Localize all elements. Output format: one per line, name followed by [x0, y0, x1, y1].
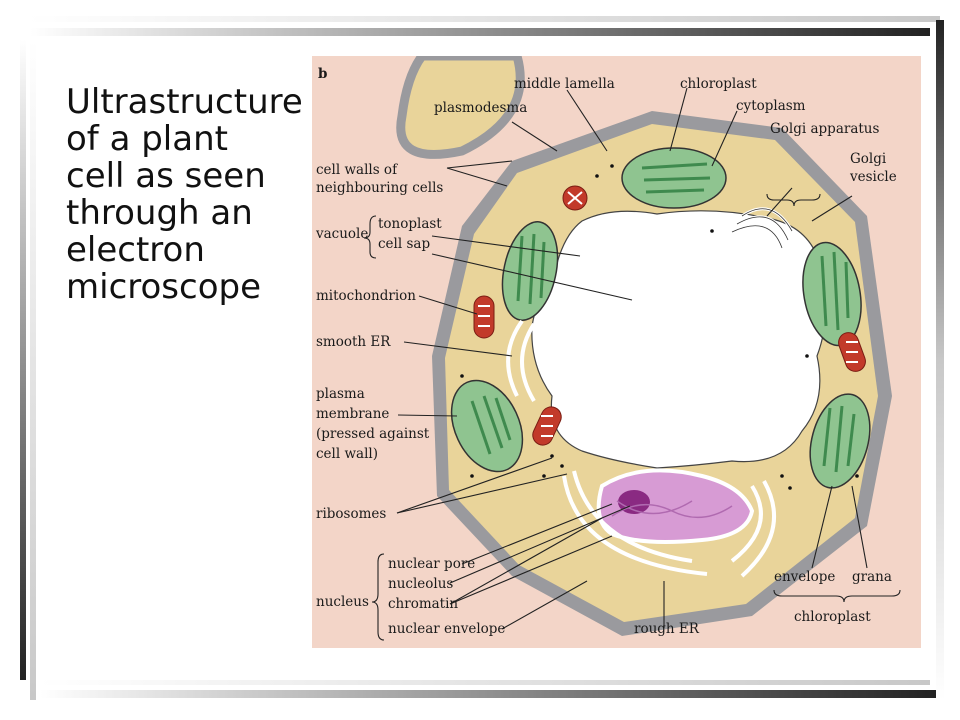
title-line: microscope — [66, 267, 262, 307]
label-plasmodesma: plasmodesma — [434, 100, 527, 116]
frame-bottom-bar-light — [40, 680, 930, 685]
label-smooth-er: smooth ER — [316, 334, 391, 350]
label-vacuole: vacuole — [315, 226, 368, 242]
rough-er — [562, 470, 777, 578]
label-nuclear-pore: nuclear pore — [388, 556, 475, 572]
label-golgi-vesicle: vesicle — [849, 169, 897, 185]
mitochondrion — [473, 295, 495, 339]
smooth-er — [506, 319, 536, 403]
label-cell-walls: cell walls of — [316, 162, 398, 178]
chloroplast — [621, 147, 727, 209]
title-line: Ultrastructure — [66, 82, 303, 122]
vacuole — [531, 210, 827, 469]
label-golgi-vesicle: Golgi — [850, 151, 887, 167]
frame-top-bar — [28, 16, 940, 22]
plant-cell-diagram: b — [312, 56, 921, 648]
golgi-apparatus-outline — [731, 208, 793, 249]
chloroplast — [809, 393, 871, 489]
label-envelope: envelope — [774, 569, 835, 585]
label-rough-er: rough ER — [634, 621, 700, 637]
label-plasma-membrane: plasma — [316, 386, 365, 402]
slide-title: Ultrastructure of a plant cell as seen t… — [66, 84, 306, 306]
chloroplast — [450, 379, 524, 473]
label-plasma-membrane: (pressed against — [316, 426, 430, 442]
label-leader-lines — [396, 87, 868, 630]
label-chromatin: chromatin — [388, 596, 458, 612]
title-line: cell as seen — [66, 156, 266, 196]
title-line: electron — [66, 230, 205, 270]
frame-left-bar — [20, 40, 26, 680]
label-nucleus: nucleus — [316, 594, 369, 610]
nucleus — [596, 468, 755, 544]
panel-letter: b — [318, 66, 327, 82]
label-grana: grana — [852, 569, 892, 585]
label-plasma-membrane: membrane — [316, 406, 389, 422]
frame-left-bar-light — [30, 40, 36, 700]
ribosomes — [460, 164, 859, 490]
label-chloroplast-bottom: chloroplast — [794, 609, 871, 625]
mitochondrion — [838, 332, 866, 372]
label-cell-walls: neighbouring cells — [316, 180, 443, 196]
label-golgi-apparatus: Golgi apparatus — [770, 121, 879, 137]
label-middle-lamella: middle lamella — [514, 76, 615, 92]
label-plasma-membrane: cell wall) — [316, 446, 378, 462]
neighbouring-cell — [396, 56, 525, 159]
mitochondrion — [532, 406, 562, 446]
brace-marks — [363, 193, 901, 641]
frame-right-bar — [936, 20, 944, 700]
label-ribosomes: ribosomes — [316, 506, 386, 522]
label-chloroplast-top: chloroplast — [680, 76, 757, 92]
mitochondrion — [562, 185, 588, 211]
title-line: through an — [66, 193, 253, 233]
label-nucleolus: nucleolus — [388, 576, 453, 592]
label-cytoplasm: cytoplasm — [736, 98, 806, 114]
label-cell-sap: cell sap — [378, 236, 430, 252]
label-nuclear-envelope: nuclear envelope — [388, 621, 505, 637]
frame-bottom-bar — [40, 690, 936, 698]
title-line: of a plant — [66, 119, 228, 159]
label-tonoplast: tonoplast — [378, 216, 442, 232]
label-mitochondrion: mitochondrion — [316, 288, 416, 304]
frame-top-bar-dark — [30, 28, 930, 36]
